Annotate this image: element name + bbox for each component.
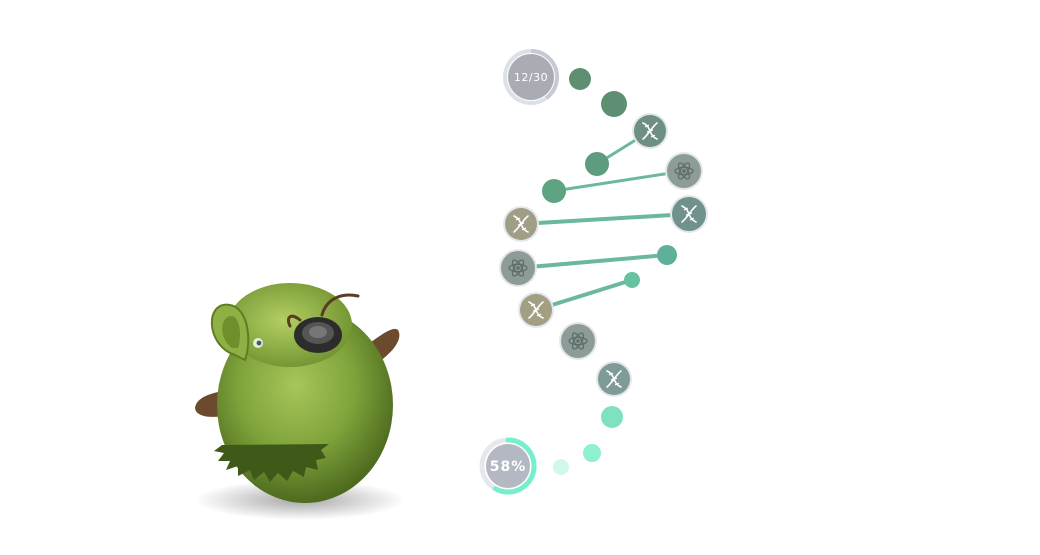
helix-node-dna[interactable] <box>518 292 554 328</box>
helix-node-dot[interactable] <box>569 68 591 90</box>
helix-node-dot[interactable] <box>601 91 627 117</box>
progress-label: 58% <box>490 459 527 475</box>
helix-rung <box>519 212 691 226</box>
helix-node-dot[interactable] <box>601 406 623 428</box>
helix-node-dot[interactable] <box>657 245 677 265</box>
helix-node-atom[interactable] <box>559 322 597 360</box>
helix-rung <box>552 169 686 193</box>
creature[interactable] <box>195 283 405 520</box>
progress-meter: 58% <box>479 437 537 495</box>
creature-fur-fringe <box>214 444 329 482</box>
helix-node-dot[interactable] <box>583 444 601 462</box>
creature-antenna <box>320 293 360 317</box>
helix-nodes <box>499 68 708 475</box>
helix-node-dot[interactable] <box>553 459 569 475</box>
helix-node-dna[interactable] <box>503 206 539 242</box>
helix-node-dna[interactable] <box>632 113 668 149</box>
helix-node-atom[interactable] <box>499 249 537 287</box>
level-counter: 12/30 <box>503 49 559 105</box>
level-counter-label: 12/30 <box>514 71 548 84</box>
helix-node-dot[interactable] <box>624 272 640 288</box>
helix-node-dna[interactable] <box>670 195 708 233</box>
helix-node-dot[interactable] <box>542 179 566 203</box>
helix-node-dna[interactable] <box>596 361 632 397</box>
helix-node-dot[interactable] <box>585 152 609 176</box>
helix-node-atom[interactable] <box>665 152 703 190</box>
helix-rung <box>516 253 669 270</box>
